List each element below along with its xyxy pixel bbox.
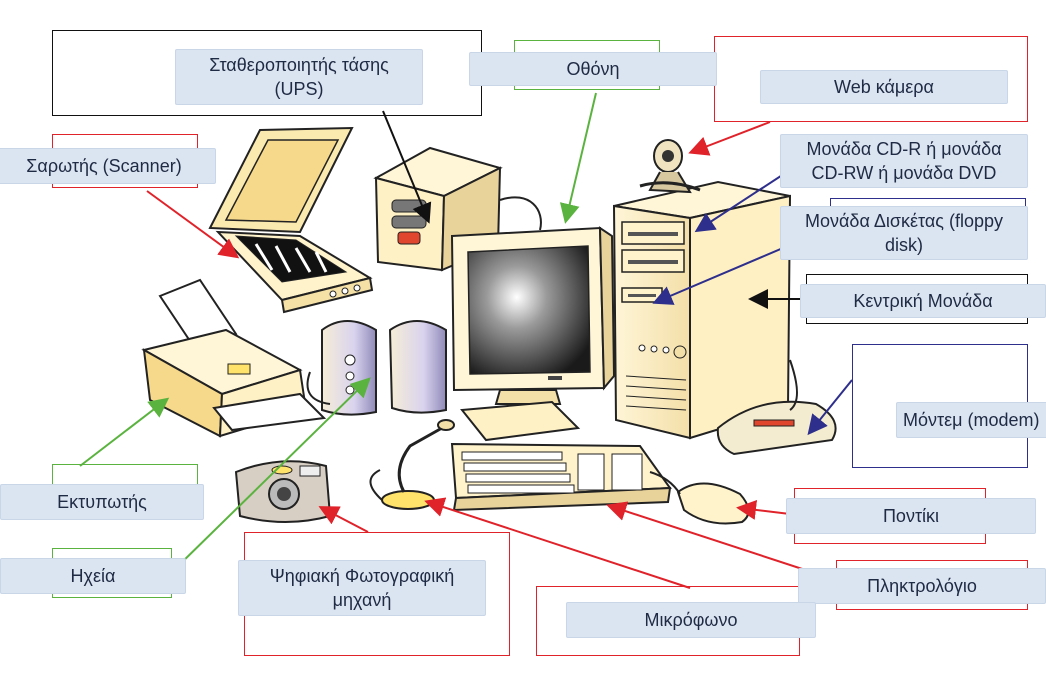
keyboard (450, 442, 672, 512)
label-floppy: Μονάδα Δισκέτας (floppy disk) (780, 206, 1028, 260)
label-mouse: Ποντίκι (786, 498, 1036, 534)
tower-pc (612, 180, 792, 440)
printer (141, 278, 327, 438)
label-webcam: Web κάμερα (760, 70, 1008, 104)
label-modem: Μόντεμ (modem) (896, 402, 1046, 438)
label-keyboard: Πληκτρολόγιο (798, 568, 1046, 604)
label-microphone: Μικρόφωνο (566, 602, 816, 638)
modem (716, 359, 837, 456)
microphone (369, 419, 455, 510)
label-cd-drive: Μονάδα CD-R ή μονάδα CD-RW ή μονάδα DVD (780, 134, 1028, 188)
monitor (450, 226, 616, 442)
label-scanner: Σαρωτής (Scanner) (0, 148, 216, 184)
label-speakers: Ηχεία (0, 558, 186, 594)
digital-camera (234, 460, 332, 523)
speakers (306, 320, 447, 416)
label-printer: Εκτυπωτής (0, 484, 204, 520)
label-ups: Σταθεροποιητής τάσης (UPS) (175, 49, 423, 105)
label-camera: Ψηφιακή Φωτογραφική μηχανή (238, 560, 486, 616)
webcam (639, 139, 701, 194)
scanner (208, 126, 374, 314)
label-central-unit: Κεντρική Μονάδα (800, 284, 1046, 318)
connector-lines (79, 92, 853, 589)
label-monitor: Οθόνη (469, 52, 717, 86)
